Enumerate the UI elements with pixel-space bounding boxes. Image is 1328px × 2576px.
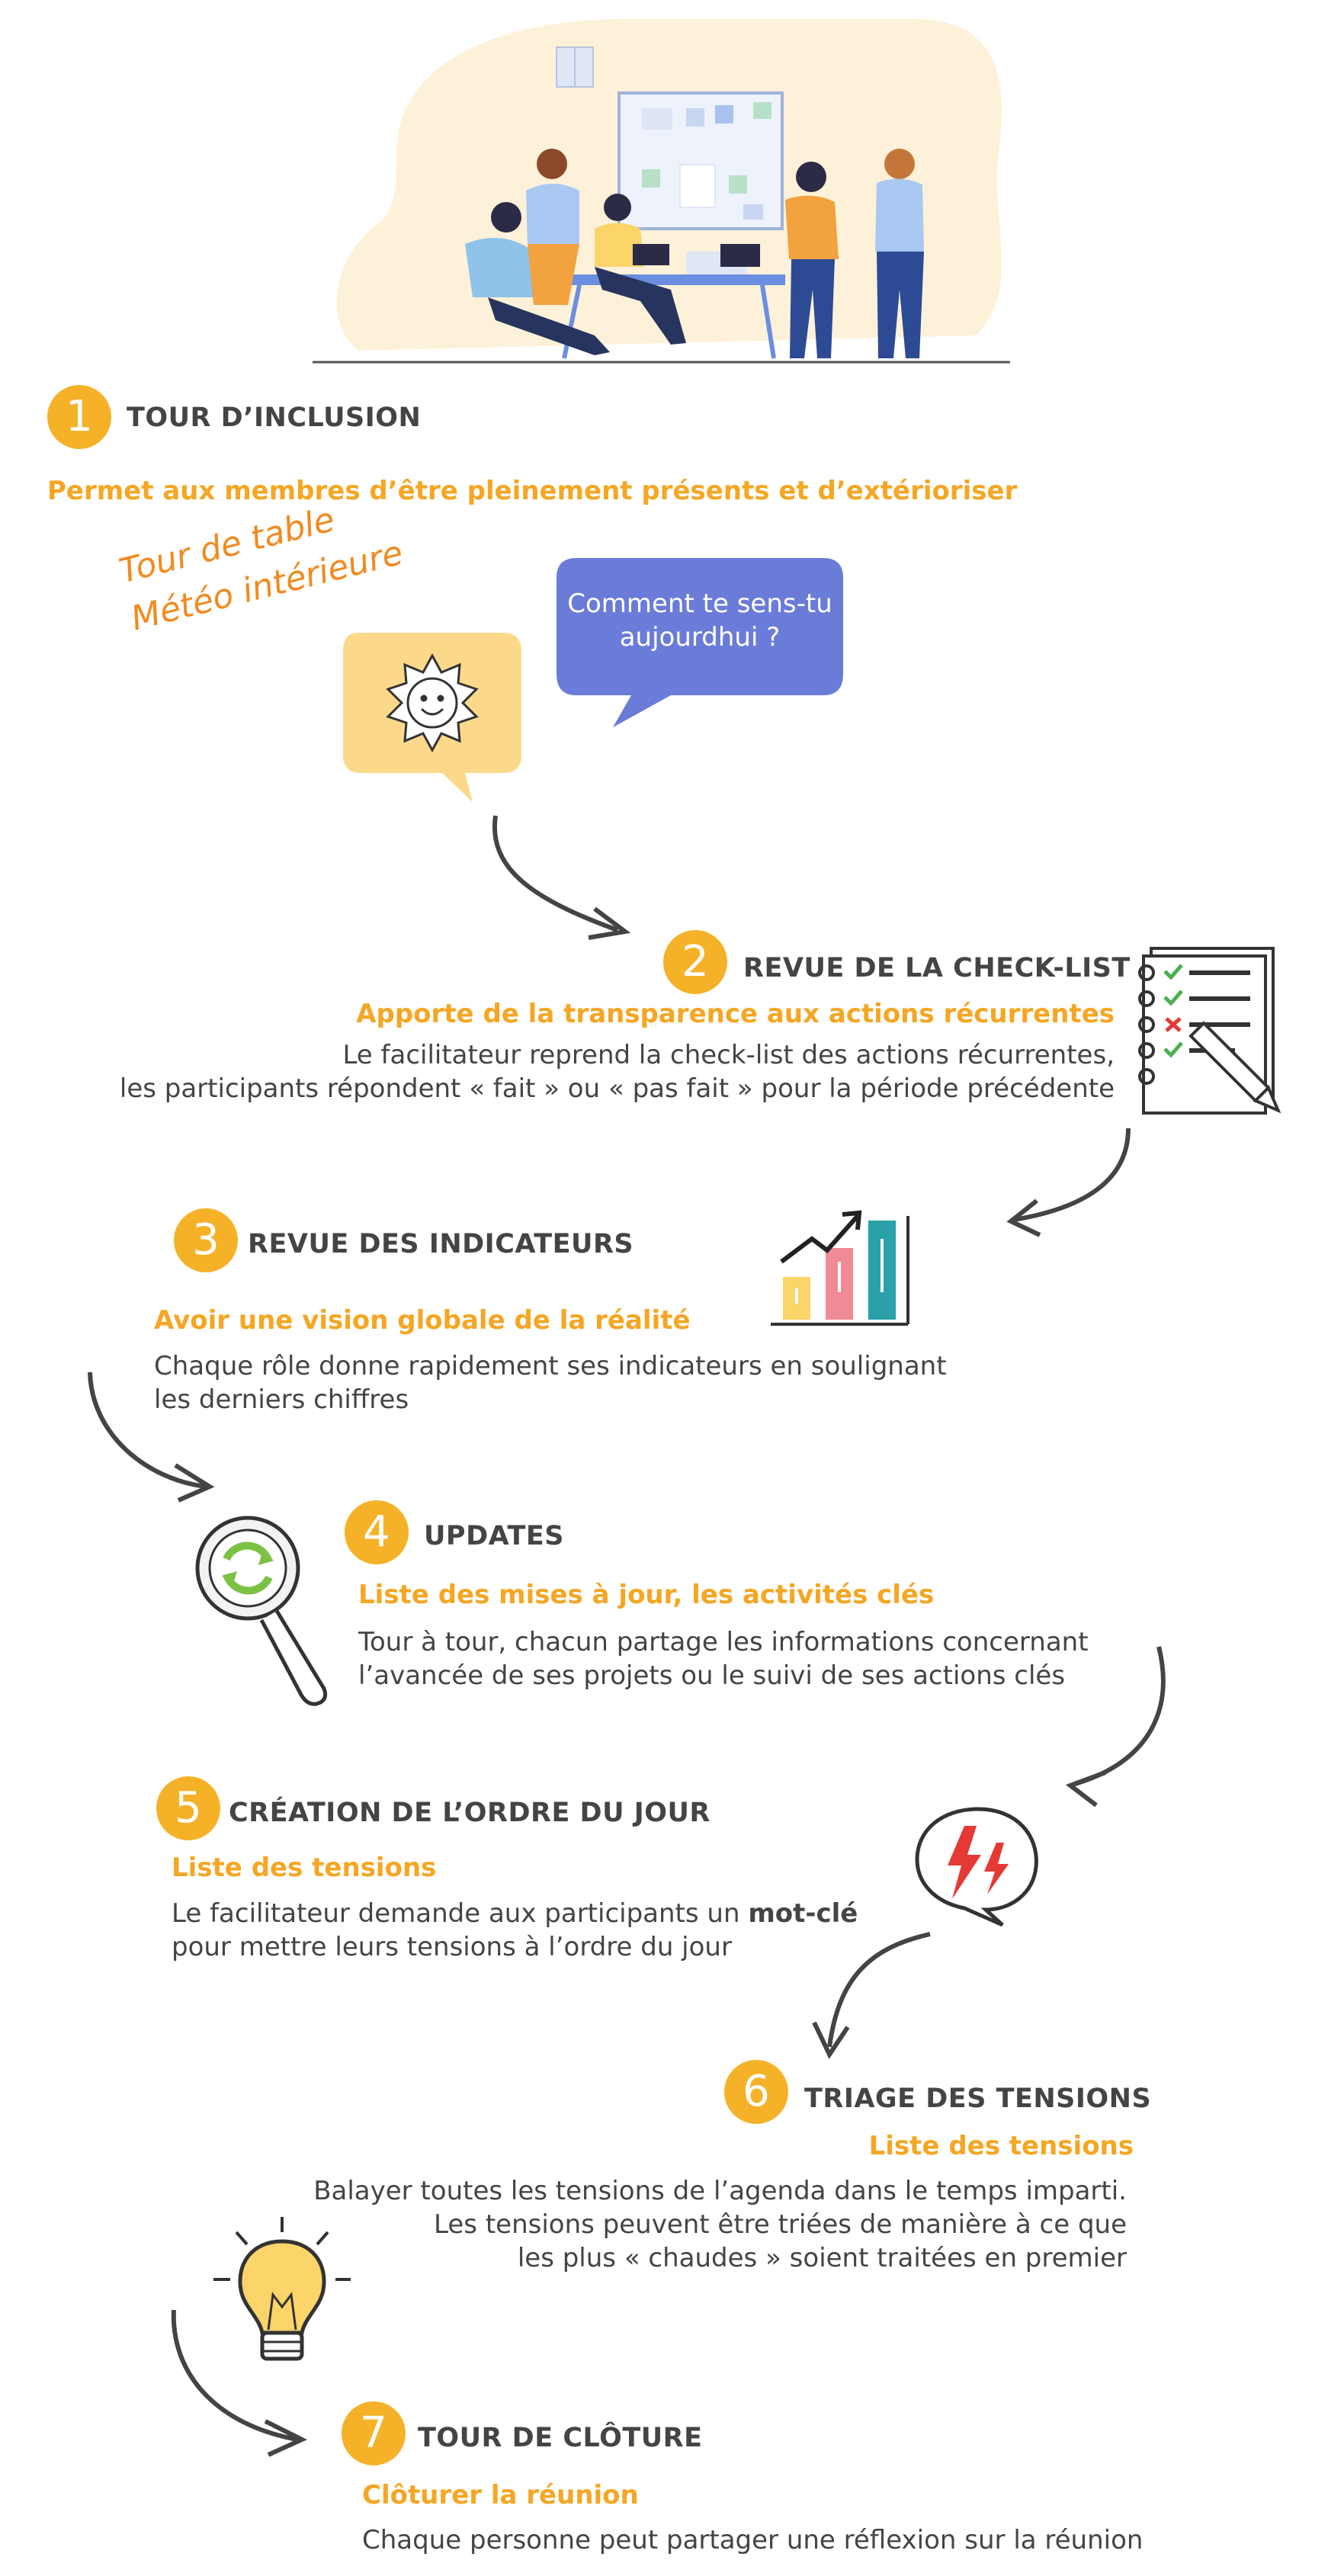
curved-arrow-icon [1006,1128,1131,1237]
step-7-number: 7 [342,2401,406,2465]
step-7-title: TOUR DE CLÔTURE [418,2423,703,2453]
lightning-bubble-icon [915,1807,1038,1927]
step-3-line-2: les derniers chiffres [154,1384,409,1415]
step-5-subtitle: Liste des tensions [172,1853,437,1883]
step-2-body: Le facilitateur reprend la check-list de… [120,1038,1115,1105]
checklist-icon [1138,947,1281,1115]
lightbulb-icon [213,2217,351,2361]
speech-bubble-text: Comment te sens-tu aujourdhui ? [557,587,843,654]
step-4-subtitle: Liste des mises à jour, les activités cl… [358,1580,935,1610]
step-7-line-1: Chaque personne peut partager une réflex… [362,2525,1144,2555]
step-6-subtitle: Liste des tensions [868,2131,1134,2161]
step-1-number: 1 [47,385,111,449]
step-5-title: CRÉATION DE L’ORDRE DU JOUR [229,1798,711,1828]
sun-bubble-icon [343,633,521,802]
step-6-line-1: Balayer toutes les tensions de l’agenda … [313,2176,1127,2206]
step-4-body: Tour à tour, chacun partage les informat… [358,1625,1089,1692]
step-4-line-1: Tour à tour, chacun partage les informat… [358,1627,1089,1657]
step-3-number: 3 [174,1208,238,1272]
curved-arrow-icon [171,2309,307,2457]
bar-chart-icon [771,1210,909,1326]
curved-arrow-icon [88,1371,215,1503]
step-3-title: REVUE DES INDICATEURS [248,1229,634,1259]
step-2-title: REVUE DE LA CHECK-LIST [743,953,1131,983]
magnifier-refresh-icon [195,1516,328,1706]
step-5-line-2: pour mettre leurs tensions à l’ordre du … [172,1932,732,1962]
step-1-title: TOUR D’INCLUSION [127,403,422,433]
step-6-line-2: Les tensions peuvent être triées de mani… [434,2209,1127,2240]
step-6-body: Balayer toutes les tensions de l’agenda … [313,2174,1127,2275]
step-6-title: TRIAGE DES TENSIONS [804,2084,1152,2114]
curved-arrow-icon [492,815,631,940]
step-6-number: 6 [724,2060,788,2124]
team-meeting-illustration [313,19,1010,364]
curved-arrow-icon [812,1932,931,2060]
bubble-line-1: Comment te sens-tu [567,589,832,619]
step-3-line-1: Chaque rôle donne rapidement ses indicat… [154,1351,947,1381]
step-5-keyword: mot-clé [748,1898,858,1929]
step-7-subtitle: Clôturer la réunion [362,2480,639,2510]
step-2-subtitle: Apporte de la transparence aux actions r… [356,999,1115,1029]
step-5-body: Le facilitateur demande aux participants… [172,1897,858,1964]
speech-bubble-shape [557,558,843,727]
step-5-number: 5 [156,1776,220,1840]
step-1-subtitle: Permet aux membres d’être pleinement pré… [47,476,1018,506]
step-2-number: 2 [663,930,727,994]
curved-arrow-icon [1065,1646,1166,1808]
step-3-body: Chaque rôle donne rapidement ses indicat… [154,1349,947,1416]
step-5-line-1-text: Le facilitateur demande aux participants… [172,1898,749,1929]
step-4-title: UPDATES [424,1521,564,1551]
step-2-line-1: Le facilitateur reprend la check-list de… [342,1040,1115,1070]
step-4-number: 4 [345,1500,409,1564]
bubble-line-2: aujourdhui ? [619,622,781,653]
step-2-line-2: les participants répondent « fait » ou «… [119,1073,1115,1104]
step-7-body: Chaque personne peut partager une réflex… [362,2523,1143,2557]
step-3-subtitle: Avoir une vision globale de la réalité [154,1305,691,1336]
step-5-line-1: Le facilitateur demande aux participants… [172,1897,858,1930]
step-6-line-3: les plus « chaudes » soient traitées en … [517,2243,1127,2273]
step-4-line-2: l’avancée de ses projets ou le suivi de … [358,1660,1066,1691]
